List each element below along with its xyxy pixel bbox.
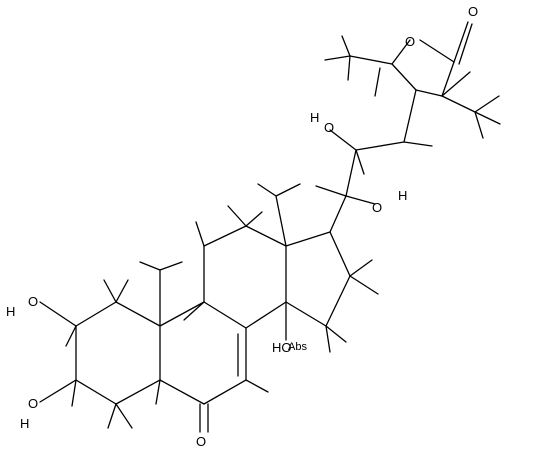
- bond: [415, 89, 443, 97]
- bond: [349, 55, 393, 65]
- c6-carbonyl-oxygen-label: O: [196, 434, 206, 449]
- bond: [65, 325, 77, 347]
- bond: [139, 261, 161, 271]
- bond: [441, 71, 471, 97]
- lactone-ring: [324, 21, 501, 139]
- bond: [329, 195, 347, 233]
- bond: [355, 141, 405, 151]
- bond: [325, 325, 331, 353]
- bond: [347, 55, 351, 81]
- bond: [419, 39, 455, 63]
- bond: [245, 225, 287, 247]
- c14-hydroxyl-label: HO: [272, 340, 292, 355]
- bond: [341, 35, 351, 57]
- bond: [374, 67, 381, 97]
- carbonyl-bond: [453, 21, 469, 63]
- bond: [115, 279, 129, 303]
- side-chain: [315, 89, 433, 233]
- bond: [195, 221, 205, 247]
- bond: [403, 141, 433, 147]
- bond: [75, 301, 117, 327]
- bond: [75, 379, 117, 405]
- bond: [203, 225, 247, 247]
- bond: [474, 111, 484, 139]
- bond: [203, 301, 247, 329]
- wedge-bond: [275, 195, 287, 247]
- bond: [329, 129, 357, 151]
- c20-hydrogen-label: H: [398, 188, 407, 203]
- atom-labels: O O O H O H O H O H HO Abs O: [6, 4, 478, 449]
- bond: [275, 183, 301, 197]
- bond: [159, 379, 205, 405]
- bond: [345, 149, 357, 197]
- abs-label: Abs: [288, 341, 307, 353]
- bond: [403, 89, 417, 143]
- bond: [329, 231, 351, 277]
- bond: [115, 403, 133, 429]
- bond: [441, 61, 455, 97]
- bond: [391, 39, 411, 65]
- bond: [349, 275, 379, 295]
- bond: [245, 301, 287, 329]
- bond: [155, 379, 161, 405]
- bond: [285, 301, 327, 327]
- side-chain-hydrogen-label: H: [310, 110, 319, 125]
- steroid-core: [39, 183, 379, 433]
- side-chain-oxygen-label: O: [324, 120, 334, 135]
- bond: [315, 185, 347, 197]
- bond: [115, 301, 161, 327]
- c2-hydrogen-label: H: [6, 304, 15, 319]
- c20-oxygen-label: O: [372, 200, 382, 215]
- bond: [474, 95, 500, 113]
- bond: [115, 379, 161, 405]
- bond: [107, 403, 117, 429]
- wedge-bond: [39, 301, 77, 327]
- bond: [349, 259, 373, 277]
- bond: [355, 149, 365, 175]
- bond: [203, 379, 247, 405]
- c3-hydrogen-label: H: [20, 416, 29, 431]
- c3-oxygen-label: O: [28, 396, 38, 411]
- bond: [285, 231, 331, 247]
- bond: [71, 379, 77, 407]
- bond: [474, 111, 501, 125]
- bond: [227, 205, 247, 227]
- bond: [257, 183, 277, 197]
- wedge-bond: [39, 379, 77, 403]
- bond: [183, 301, 205, 321]
- bond: [324, 55, 351, 61]
- bond: [325, 325, 347, 343]
- c2-oxygen-label: O: [28, 294, 38, 309]
- bond: [159, 301, 205, 327]
- bond: [245, 211, 263, 227]
- carbonyl-bond: [458, 23, 473, 65]
- bond: [441, 95, 476, 113]
- bond: [245, 379, 269, 393]
- carbonyl-oxygen-top-label: O: [468, 4, 478, 19]
- bond: [325, 275, 351, 327]
- bond: [391, 63, 417, 91]
- bond: [159, 261, 183, 271]
- bond: [345, 195, 376, 205]
- bond: [103, 279, 117, 303]
- ring-oxygen-label: O: [405, 34, 415, 49]
